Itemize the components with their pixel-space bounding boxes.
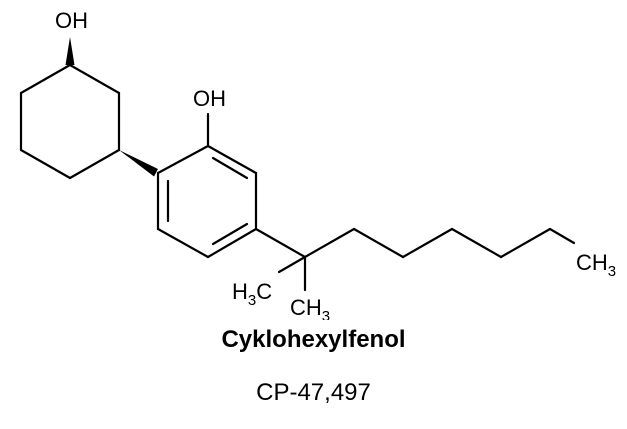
bond [303, 227, 356, 259]
compound-code: CP-47,497 [256, 379, 371, 406]
bond [352, 227, 405, 259]
double-bond-inner [211, 156, 249, 180]
bond [68, 148, 121, 180]
bond [156, 227, 210, 259]
double-bond-inner [211, 222, 249, 246]
bond [499, 227, 552, 259]
bond [19, 148, 72, 180]
ch3-label-chain-end: CH3 [576, 250, 616, 280]
oh-label-ring: OH [193, 86, 226, 111]
ch3-label-bottom: CH3 [290, 295, 330, 320]
compound-name: Cyklohexylfenol [221, 326, 406, 353]
bond [206, 144, 258, 175]
oh-label-top: OH [55, 8, 88, 33]
bond [206, 227, 258, 259]
chemical-structure-diagram: OH OH CH3 H3C CH3 [19, 8, 616, 320]
bond [277, 255, 307, 274]
bond [19, 63, 72, 95]
wedge-bond-ring-link [119, 150, 158, 177]
bond [254, 227, 307, 259]
bond [401, 227, 454, 259]
bond [450, 227, 503, 259]
h3c-label-left: H3C [232, 279, 272, 309]
bond [68, 63, 121, 95]
bond [548, 227, 576, 245]
bond [156, 144, 210, 175]
wedge-bond-top [65, 37, 75, 65]
